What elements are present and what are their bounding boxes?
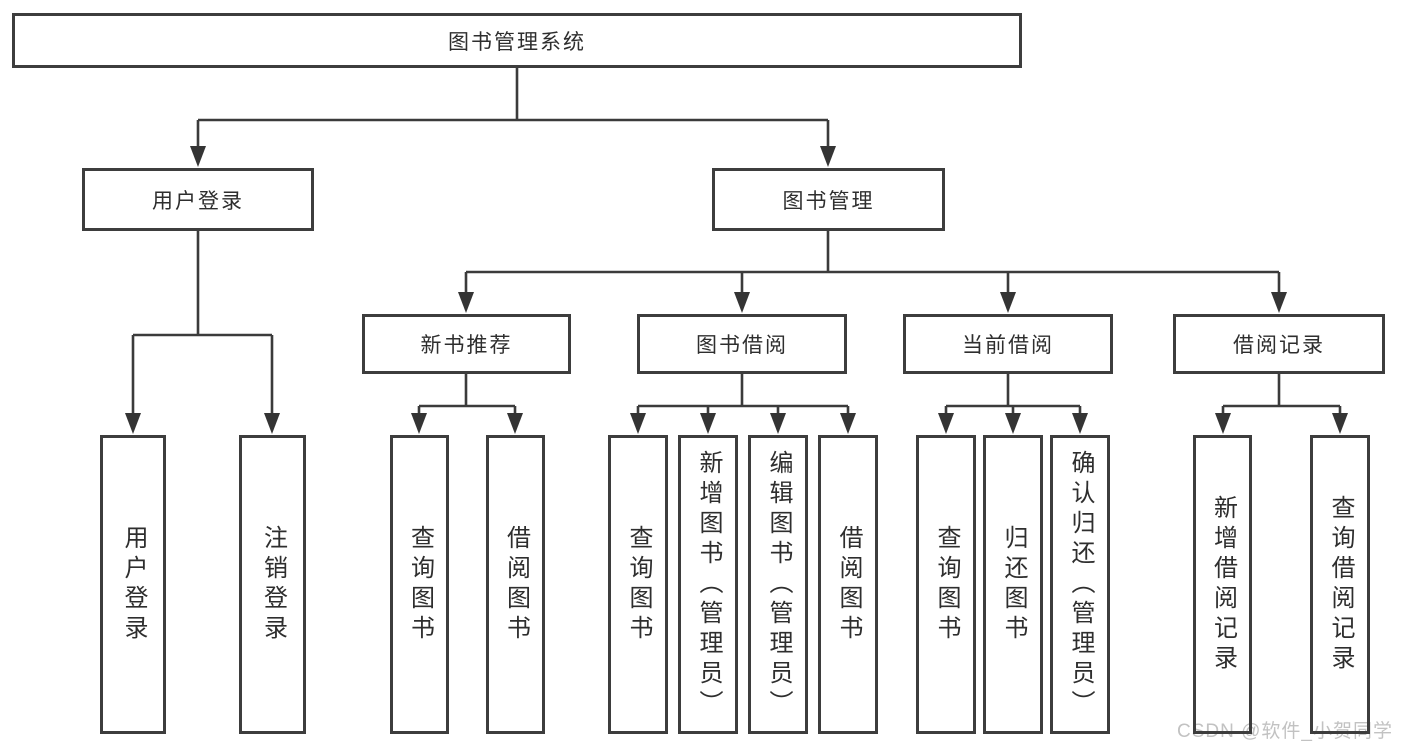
- edge-newrec-to-leaves: [417, 374, 517, 418]
- arrow-down-icons: [125, 146, 1348, 434]
- arrow-down-icon: [1000, 292, 1016, 313]
- edge-paths: [131, 68, 1342, 418]
- arrow-down-icon: [264, 413, 280, 434]
- arrow-down-icon: [411, 413, 427, 434]
- edge-root-to-level2: [196, 68, 830, 150]
- arrow-down-icon: [1005, 413, 1021, 434]
- node-borrow-record: 借阅记录: [1173, 314, 1385, 374]
- edge-record-to-leaves: [1221, 374, 1342, 418]
- edge-borrow-to-leaves: [636, 374, 850, 418]
- leaf-borrow-query-books: 查询图书: [608, 435, 668, 734]
- node-new-book-recommend: 新书推荐: [362, 314, 571, 374]
- leaf-recommend-borrow-books: 借阅图书: [486, 435, 545, 734]
- leaf-current-return-books: 归还图书: [983, 435, 1043, 734]
- arrow-down-icon: [1072, 413, 1088, 434]
- edge-bookmgmt-to-level3: [464, 231, 1281, 297]
- arrow-down-icon: [770, 413, 786, 434]
- arrow-down-icon: [938, 413, 954, 434]
- leaf-borrow-borrow-books: 借阅图书: [818, 435, 878, 734]
- leaf-record-query-borrow-record: 查询借阅记录: [1310, 435, 1370, 734]
- node-user-login: 用户登录: [82, 168, 314, 231]
- arrow-down-icon: [820, 146, 836, 167]
- node-book-borrow: 图书借阅: [637, 314, 847, 374]
- arrow-down-icon: [1215, 413, 1231, 434]
- arrow-down-icon: [630, 413, 646, 434]
- leaf-logout: 注销登录: [239, 435, 306, 734]
- edge-userlogin-to-leaves: [131, 231, 274, 418]
- leaf-borrow-add-books-admin: 新增图书（管理员）: [678, 435, 738, 734]
- arrow-down-icon: [458, 292, 474, 313]
- arrow-down-icon: [700, 413, 716, 434]
- node-current-borrow: 当前借阅: [903, 314, 1113, 374]
- leaf-current-confirm-return-admin: 确认归还（管理员）: [1050, 435, 1110, 734]
- node-book-management: 图书管理: [712, 168, 945, 231]
- edge-current-to-leaves: [944, 374, 1082, 418]
- arrow-down-icon: [125, 413, 141, 434]
- arrow-down-icon: [734, 292, 750, 313]
- csdn-watermark: CSDN @软件_小贺同学: [1177, 721, 1393, 742]
- arrow-down-icon: [840, 413, 856, 434]
- leaf-borrow-edit-books-admin: 编辑图书（管理员）: [748, 435, 808, 734]
- arrow-down-icon: [1271, 292, 1287, 313]
- leaf-current-query-books: 查询图书: [916, 435, 976, 734]
- arrow-down-icon: [1332, 413, 1348, 434]
- leaf-record-add-borrow-record: 新增借阅记录: [1193, 435, 1252, 734]
- leaf-user-login: 用户登录: [100, 435, 166, 734]
- leaf-recommend-query-books: 查询图书: [390, 435, 449, 734]
- node-library-management-system: 图书管理系统: [12, 13, 1022, 68]
- arrow-down-icon: [507, 413, 523, 434]
- arrow-down-icon: [190, 146, 206, 167]
